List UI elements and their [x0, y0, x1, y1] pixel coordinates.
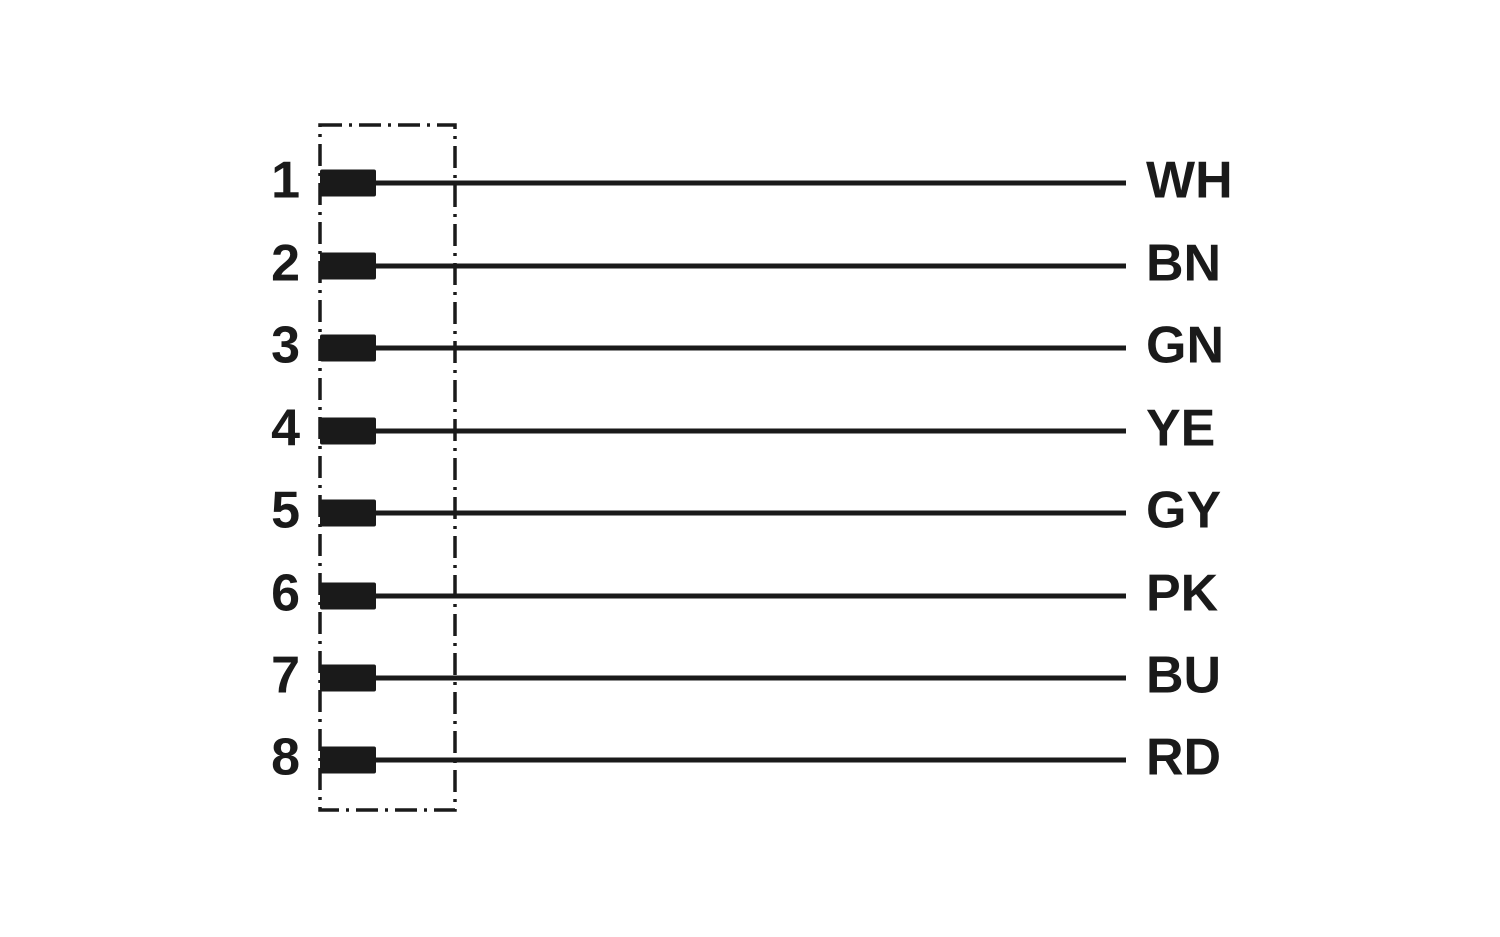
pin-row: 4 YE [271, 400, 1215, 458]
wire-color-label-GY: GY [1146, 482, 1221, 540]
contact-block-pin-4 [320, 417, 376, 445]
wire-color-label-RD: RD [1146, 729, 1221, 787]
pin-row: 2 BN [271, 235, 1221, 293]
pin-row: 1 WH [271, 152, 1233, 210]
contact-block-pin-3 [320, 334, 376, 362]
pin-number-1: 1 [271, 152, 300, 210]
wire-color-label-GN: GN [1146, 317, 1224, 375]
wire-color-label-PK: PK [1146, 565, 1219, 623]
contact-block-pin-7 [320, 664, 376, 692]
pin-number-4: 4 [271, 400, 300, 458]
pin-number-6: 6 [271, 565, 300, 623]
contact-block-pin-8 [320, 746, 376, 774]
wire-color-label-YE: YE [1146, 400, 1215, 458]
pin-rows-group: 1 WH 2 BN 3 GN 4 YE 5 GY 6 PK 7 BU 8 RD [271, 152, 1233, 787]
contact-block-pin-5 [320, 499, 376, 527]
wire-color-label-BU: BU [1146, 647, 1221, 705]
wire-color-label-WH: WH [1146, 152, 1233, 210]
contact-block-pin-2 [320, 252, 376, 280]
pin-number-8: 8 [271, 729, 300, 787]
pin-row: 6 PK [271, 565, 1219, 623]
pin-row: 8 RD [271, 729, 1221, 787]
contact-block-pin-6 [320, 582, 376, 610]
wire-color-label-BN: BN [1146, 235, 1221, 293]
pin-number-2: 2 [271, 235, 300, 293]
pin-row: 3 GN [271, 317, 1224, 375]
pin-number-7: 7 [271, 647, 300, 705]
connector-housing-outline [318, 123, 457, 812]
pin-row: 7 BU [271, 647, 1221, 705]
pin-number-3: 3 [271, 317, 300, 375]
pin-row: 5 GY [271, 482, 1221, 540]
pin-number-5: 5 [271, 482, 300, 540]
contact-block-pin-1 [320, 169, 376, 197]
